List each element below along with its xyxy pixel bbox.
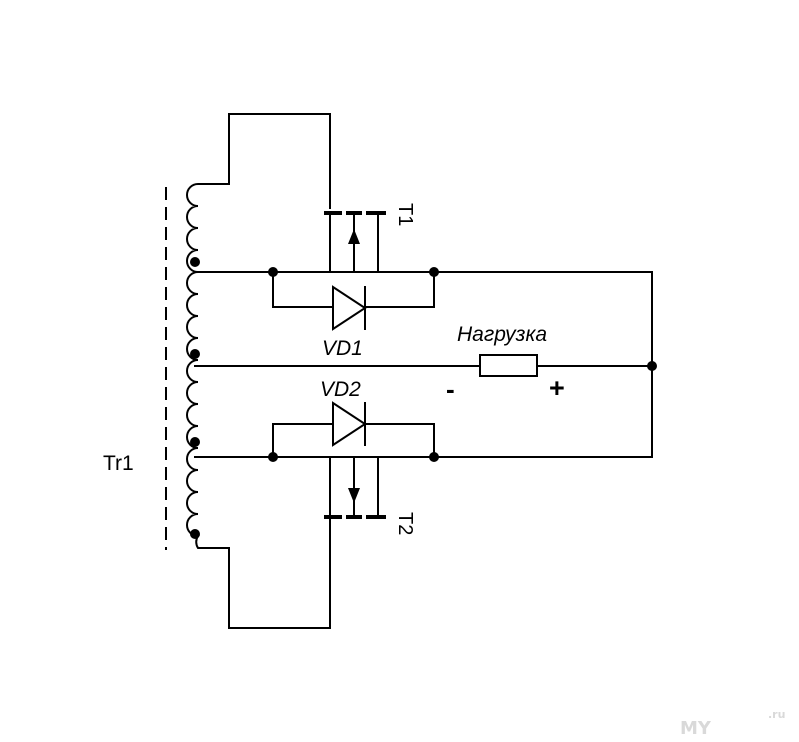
t2-label: T2 [394,512,416,535]
transformer-label: Tr1 [103,452,134,475]
winding-dot [190,437,200,447]
diode-vd1 [332,285,367,331]
gate-wire-top [228,113,331,209]
load-resistor [479,354,538,377]
t2-arrow [348,488,360,503]
plus-sign: + [549,373,565,403]
winding-dot [190,257,200,267]
vd2-label: VD2 [320,378,361,401]
winding-dot [190,529,200,539]
junction-dot [429,267,439,277]
vd1-label: VD1 [322,337,363,360]
junction-dot [647,361,657,371]
t1-label: T1 [394,203,416,226]
junction-dot [268,452,278,462]
transformer-winding [186,183,229,549]
watermark: MY [680,718,712,739]
gate-wire-bottom [228,519,331,629]
minus-sign: - [446,374,455,404]
transistor-t2 [324,456,386,519]
load-label: Нагрузка [457,323,547,346]
junction-dot [429,452,439,462]
diode-vd2 [332,401,367,447]
junction-dot [268,267,278,277]
watermark-suffix: .ru [768,708,785,721]
t1-arrow [348,229,360,244]
transistor-t1 [324,211,386,273]
winding-dot [190,349,200,359]
